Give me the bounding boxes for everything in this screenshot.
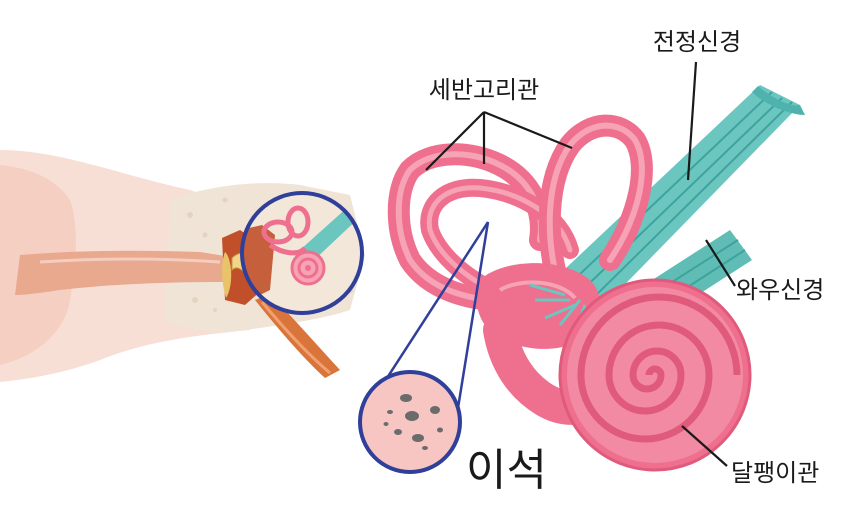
- leader-cochlea: [681, 425, 728, 467]
- cochlea-spiral: [558, 278, 752, 472]
- label-cochlea: 달팽이관: [731, 459, 819, 487]
- otolith-inset: [358, 221, 490, 474]
- semicircular-canals: [387, 114, 653, 311]
- otolith-stones: [383, 394, 443, 450]
- label-vestibular-nerve: 전정신경: [653, 28, 741, 56]
- leader-vestibular-nerve: [686, 61, 698, 181]
- label-otolith: 이석: [466, 445, 547, 496]
- leader-canal-left: [425, 111, 485, 171]
- leader-lines: [425, 61, 736, 467]
- inner-ear-main: [387, 85, 805, 472]
- magnifier-ring: [240, 191, 364, 315]
- label-cochlear-nerve: 와우신경: [736, 276, 824, 304]
- label-semicircular-canals: 세반고리관: [429, 76, 539, 104]
- magnified-inner-ear: [240, 191, 364, 315]
- leader-canal-right: [483, 110, 573, 150]
- leader-cochlear-nerve: [705, 239, 736, 287]
- otolith-circle: [360, 372, 460, 472]
